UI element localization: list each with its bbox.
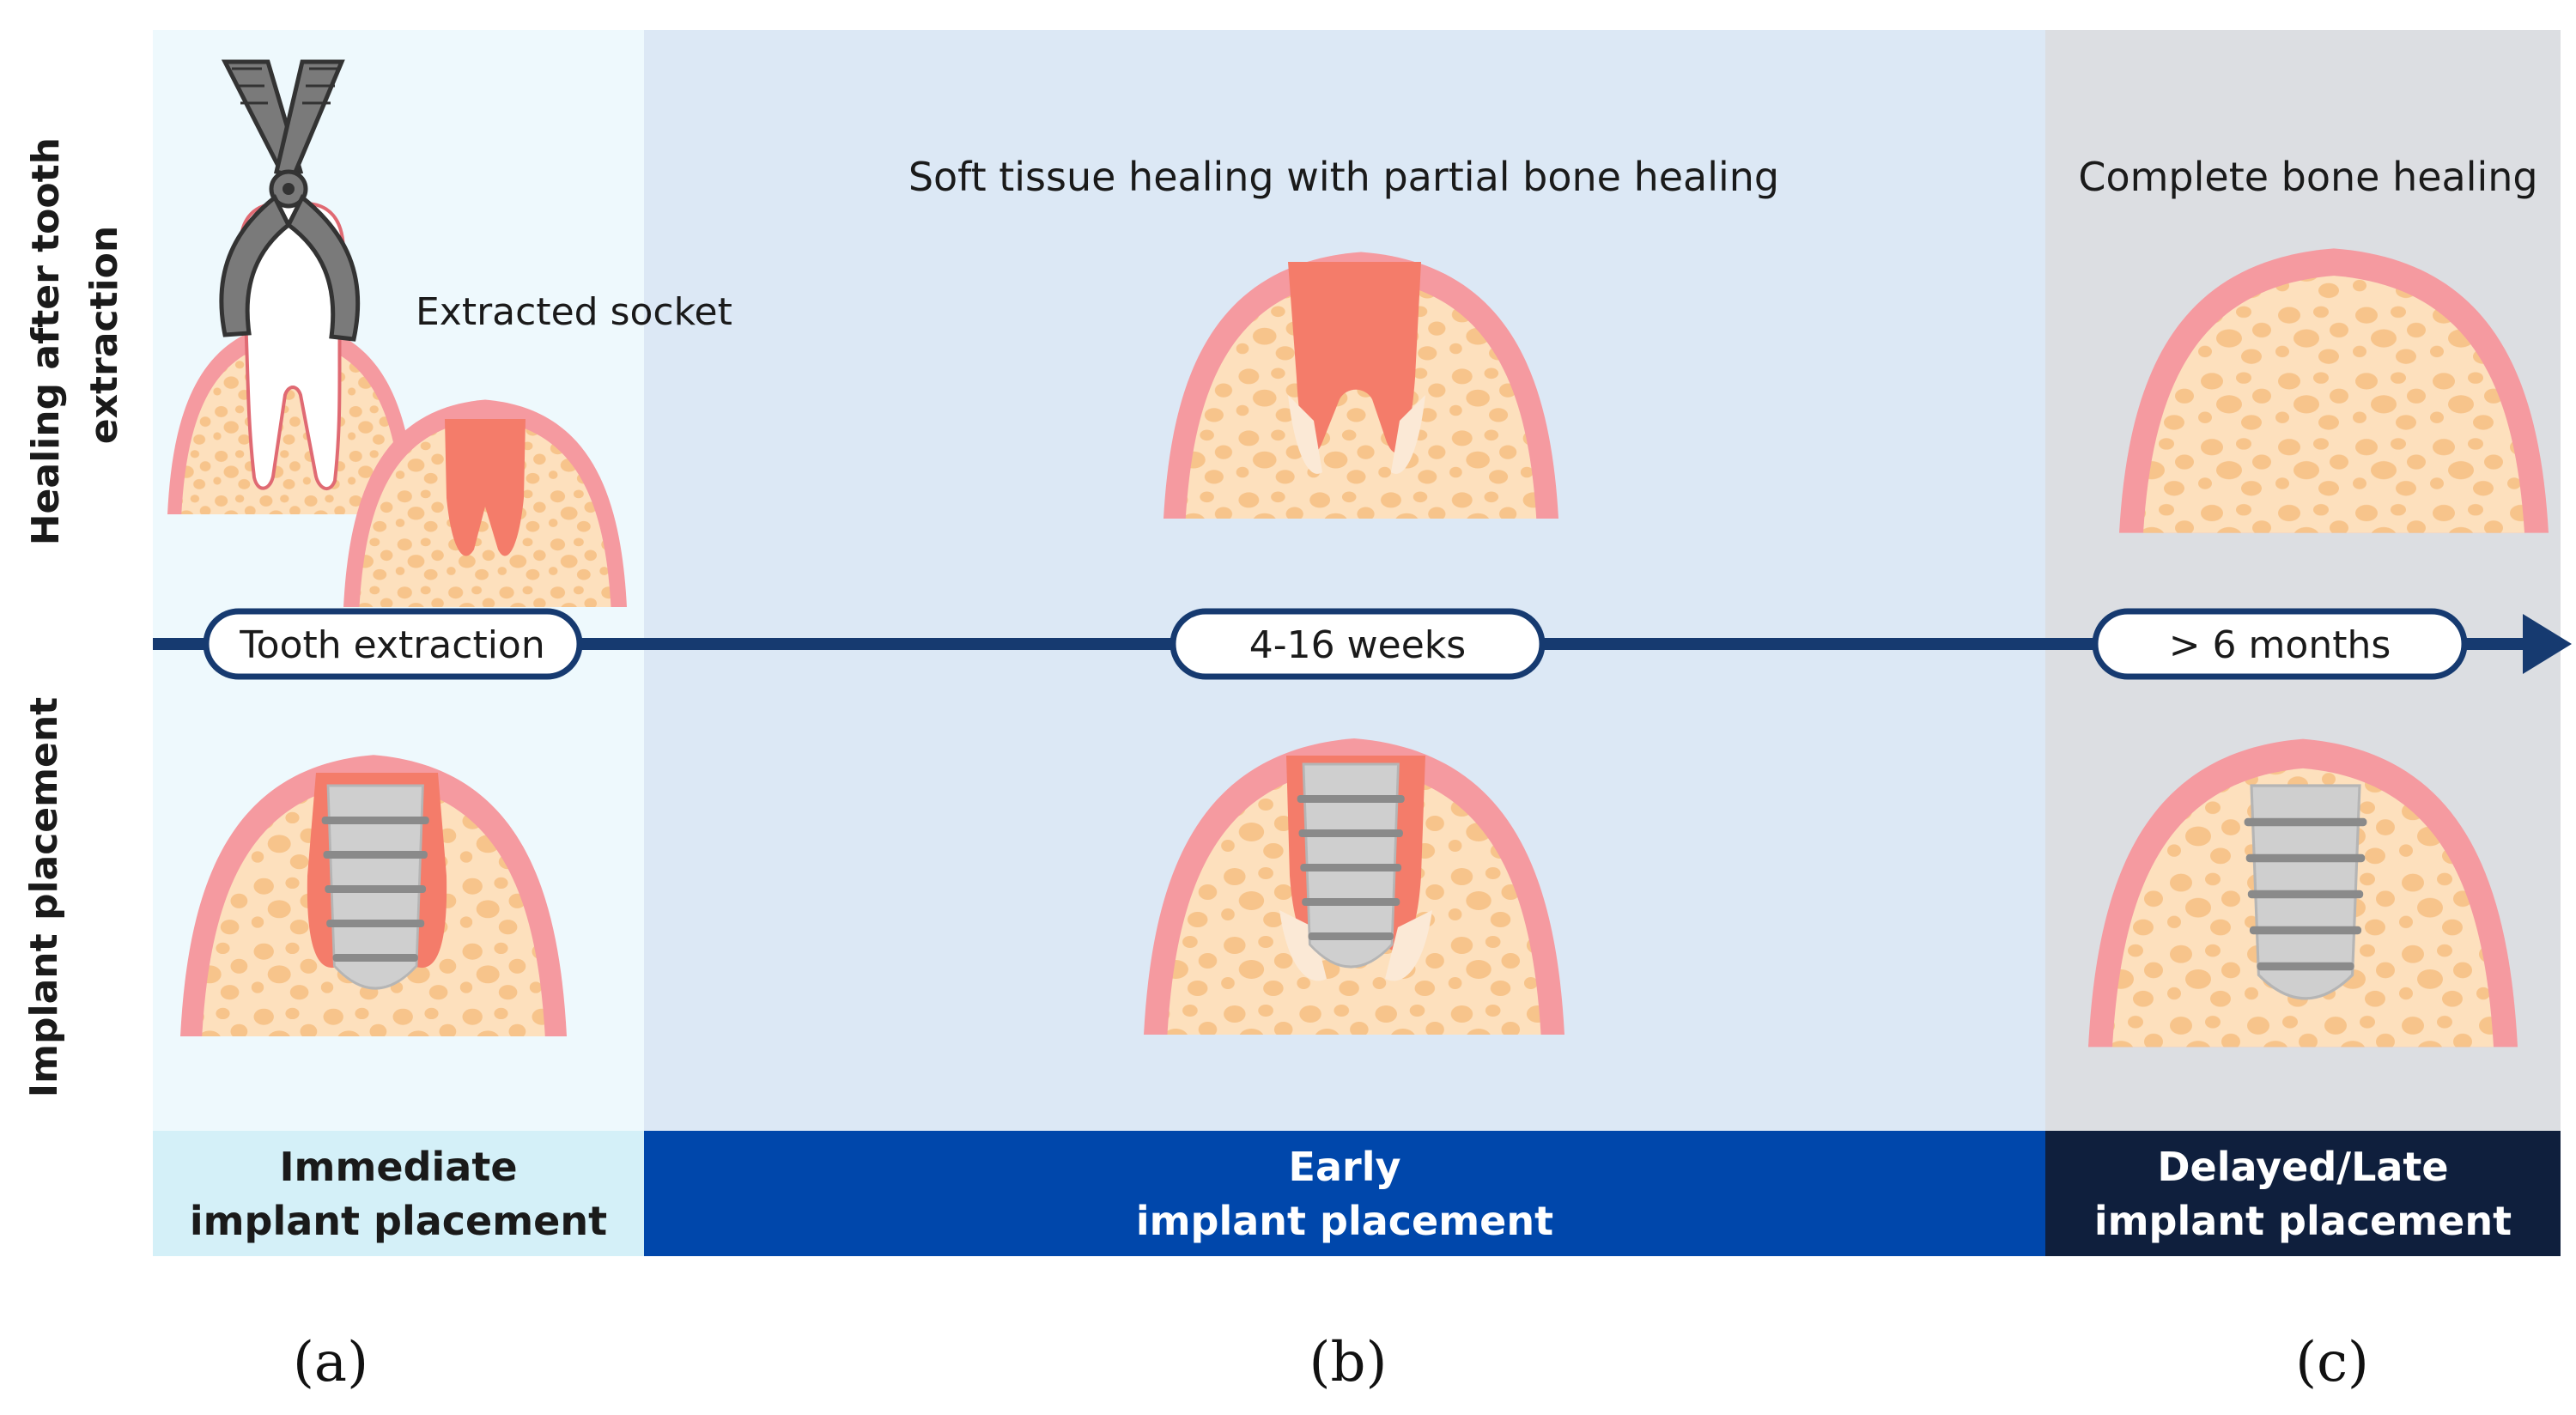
svg-text:implant placement: implant placement xyxy=(2094,1198,2512,1244)
extraction-socket xyxy=(445,419,526,556)
phase-immediate-background xyxy=(153,1131,644,1256)
panel-label-b: (b) xyxy=(1309,1331,1388,1394)
svg-text:> 6 months: > 6 months xyxy=(2169,623,2391,667)
phase-immediate: Immediate implant placement xyxy=(153,1131,644,1256)
soft-tissue-healing-illustration xyxy=(1163,252,1558,519)
immediate-implant-illustration xyxy=(180,755,567,1036)
implant-icon xyxy=(1296,762,1406,969)
phase-early-background xyxy=(644,1131,2045,1256)
phase-early: Early implant placement xyxy=(644,1131,2045,1256)
early-implant-illustration xyxy=(1144,738,1564,1035)
svg-text:Tooth extraction: Tooth extraction xyxy=(239,623,544,667)
timeline-point-tooth-extraction: Tooth extraction xyxy=(203,608,583,680)
side-label-implant-placement: Implant placement xyxy=(22,697,66,1097)
extraction-illustration xyxy=(167,59,627,607)
svg-text:implant placement: implant placement xyxy=(190,1198,607,1244)
caption-soft-tissue-healing: Soft tissue healing with partial bone he… xyxy=(908,154,1779,200)
side-label-healing: Healing after tooth extraction xyxy=(24,124,126,546)
caption-extracted-socket: Extracted socket xyxy=(416,290,732,334)
svg-text:4-16 weeks: 4-16 weeks xyxy=(1249,623,1466,667)
forceps-icon xyxy=(219,59,361,342)
panel-label-c: (c) xyxy=(2295,1331,2369,1394)
svg-text:Immediate: Immediate xyxy=(279,1144,517,1190)
timeline: Tooth extraction 4-16 weeks > 6 months xyxy=(153,608,2572,680)
panel-label-a: (a) xyxy=(293,1331,368,1394)
phase-delayed-background xyxy=(2045,1131,2561,1256)
phase-delayed: Delayed/Late implant placement xyxy=(2045,1131,2561,1256)
timeline-point-6-months: > 6 months xyxy=(2092,608,2468,680)
caption-complete-bone-healing: Complete bone healing xyxy=(2078,154,2537,200)
implant-icon xyxy=(2243,784,2368,1000)
timeline-arrow-head xyxy=(2523,614,2572,674)
svg-text:implant placement: implant placement xyxy=(1136,1198,1553,1244)
svg-text:Delayed/Late: Delayed/Late xyxy=(2157,1144,2448,1190)
implant-icon xyxy=(320,784,431,990)
timeline-point-4-16-weeks: 4-16 weeks xyxy=(1170,608,1546,680)
svg-text:Early: Early xyxy=(1289,1144,1401,1190)
